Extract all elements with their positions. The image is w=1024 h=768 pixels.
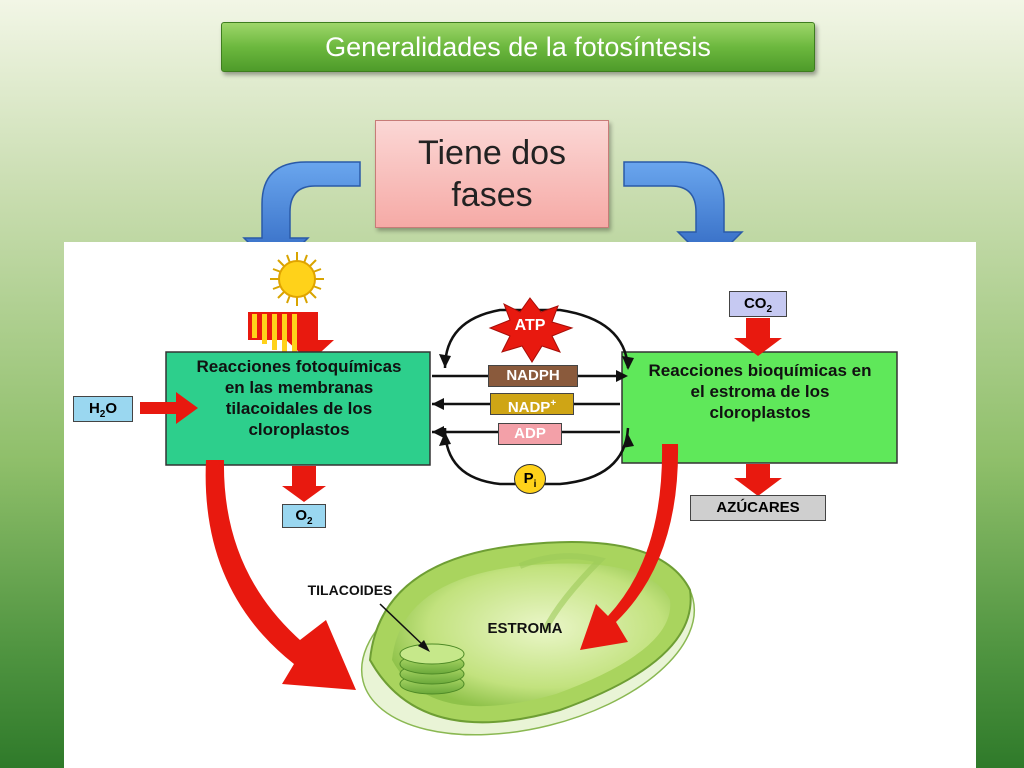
co2-arrow (734, 318, 782, 356)
nadp-chip: NADP+ (490, 393, 574, 416)
sun-icon (270, 252, 324, 306)
o2-chip: O2 (282, 504, 326, 528)
o2-arrow (282, 466, 326, 502)
red-arrow-to-thylakoids (205, 460, 356, 690)
h2o-chip: H2O (73, 396, 133, 422)
adp-chip: ADP (498, 423, 562, 445)
h2o-arrow (140, 392, 198, 424)
thylakoids-label: TILACOIDES (307, 582, 393, 598)
sugars-arrow (734, 464, 782, 496)
atp-label: ATP (514, 317, 546, 334)
cycle-arrowheads (432, 354, 634, 448)
dark-reactions-label: Reacciones bioquímicas en el estroma de … (648, 361, 872, 422)
sugars-chip: AZÚCARES (690, 495, 826, 521)
nadph-chip: NADPH (488, 365, 578, 387)
light-reactions-label: Reacciones fotoquímicas en las membranas… (196, 357, 402, 439)
phases-text: Tiene dos fases (417, 134, 567, 214)
phases-box: Tiene dos fases (375, 120, 609, 228)
light-arrow (248, 312, 334, 362)
co2-chip: CO2 (729, 291, 787, 317)
chloroplast-illustration (360, 541, 696, 736)
slide-title: Generalidades de la fotosíntesis (221, 22, 815, 72)
stroma-label: ESTROMA (487, 620, 563, 637)
atp-burst (488, 297, 574, 363)
red-arrow-to-stroma (580, 444, 679, 650)
light-reactions-box (165, 351, 431, 466)
pi-chip: Pi (514, 464, 546, 494)
